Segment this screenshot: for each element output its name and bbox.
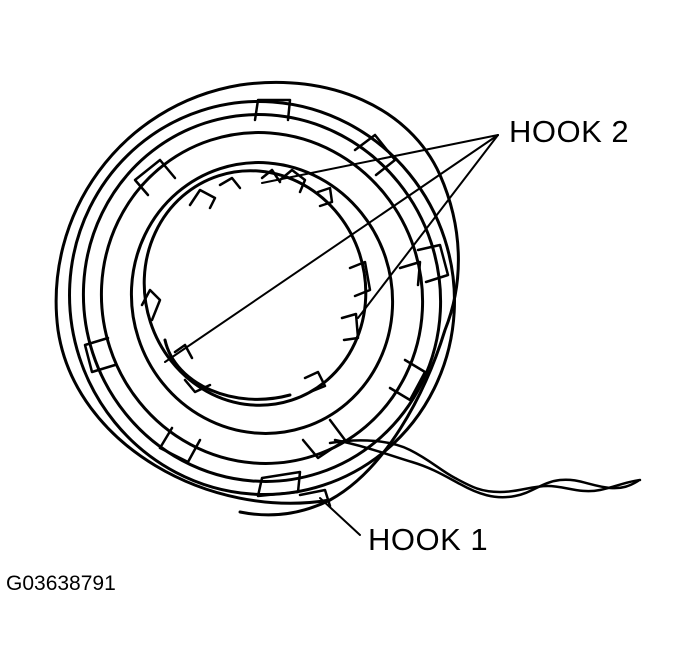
spring-wire <box>328 439 642 494</box>
ring-slots <box>83 98 450 464</box>
hook-1-tab <box>256 470 332 508</box>
hook-1-label: HOOK 1 <box>368 522 489 557</box>
hook-2-label: HOOK 2 <box>509 114 630 149</box>
inner-bore <box>142 169 368 407</box>
ring-grooves <box>68 99 456 497</box>
figure-id-label: G03638791 <box>6 572 116 595</box>
ring-outer-rim <box>54 80 460 517</box>
leader-lines <box>164 134 499 536</box>
spring-wire-twist <box>333 438 640 499</box>
hook-2-tabs <box>173 168 422 360</box>
